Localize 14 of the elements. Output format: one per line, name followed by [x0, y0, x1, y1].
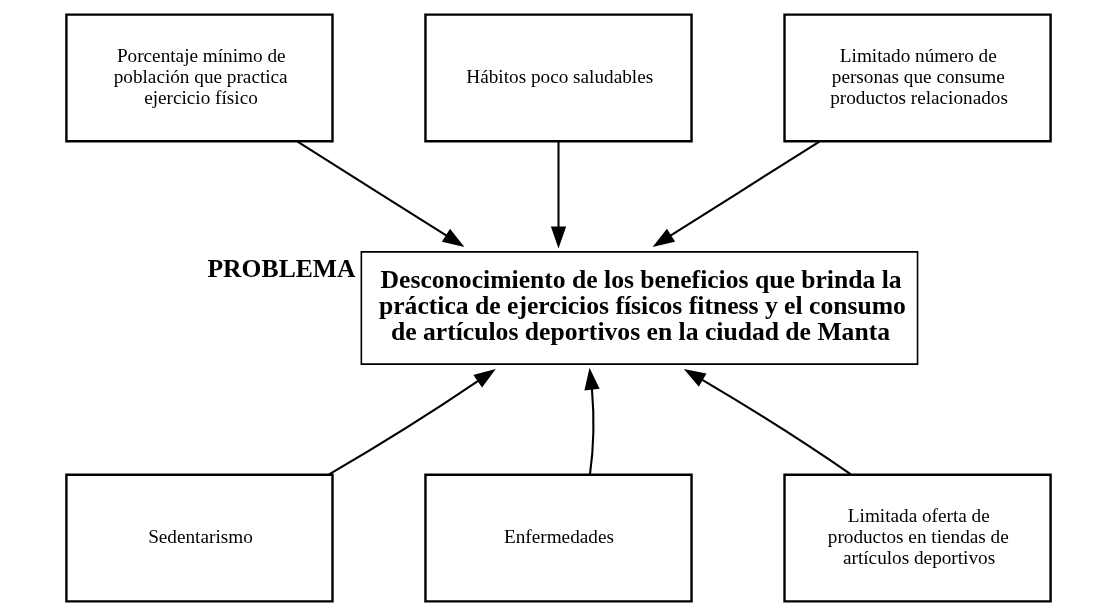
node-box: Porcentaje mínimo de población que practica ejercicio físico: [65, 13, 334, 143]
arrow: [328, 368, 496, 476]
arrow: [584, 367, 600, 475]
node-box: Limitado número de personas que consume productos relacionados: [783, 13, 1052, 143]
node-box: Desconocimiento de los beneficios que brinda la práctica de ejercicios físicos fitness y el consumo de artículos deportivos en la ciudad de Manta: [360, 251, 919, 365]
arrow: [550, 141, 567, 249]
node-box: Sedentarismo: [65, 473, 334, 603]
node-label: PROBLEMA: [207, 254, 356, 284]
arrow: [297, 140, 465, 247]
arrow: [683, 369, 852, 476]
arrow: [652, 140, 820, 247]
node-box: Hábitos poco saludables: [424, 13, 693, 143]
node-box: Limitada oferta de productos en tiendas de artículos deportivos: [783, 473, 1052, 603]
node-box: Enfermedades: [424, 473, 693, 603]
